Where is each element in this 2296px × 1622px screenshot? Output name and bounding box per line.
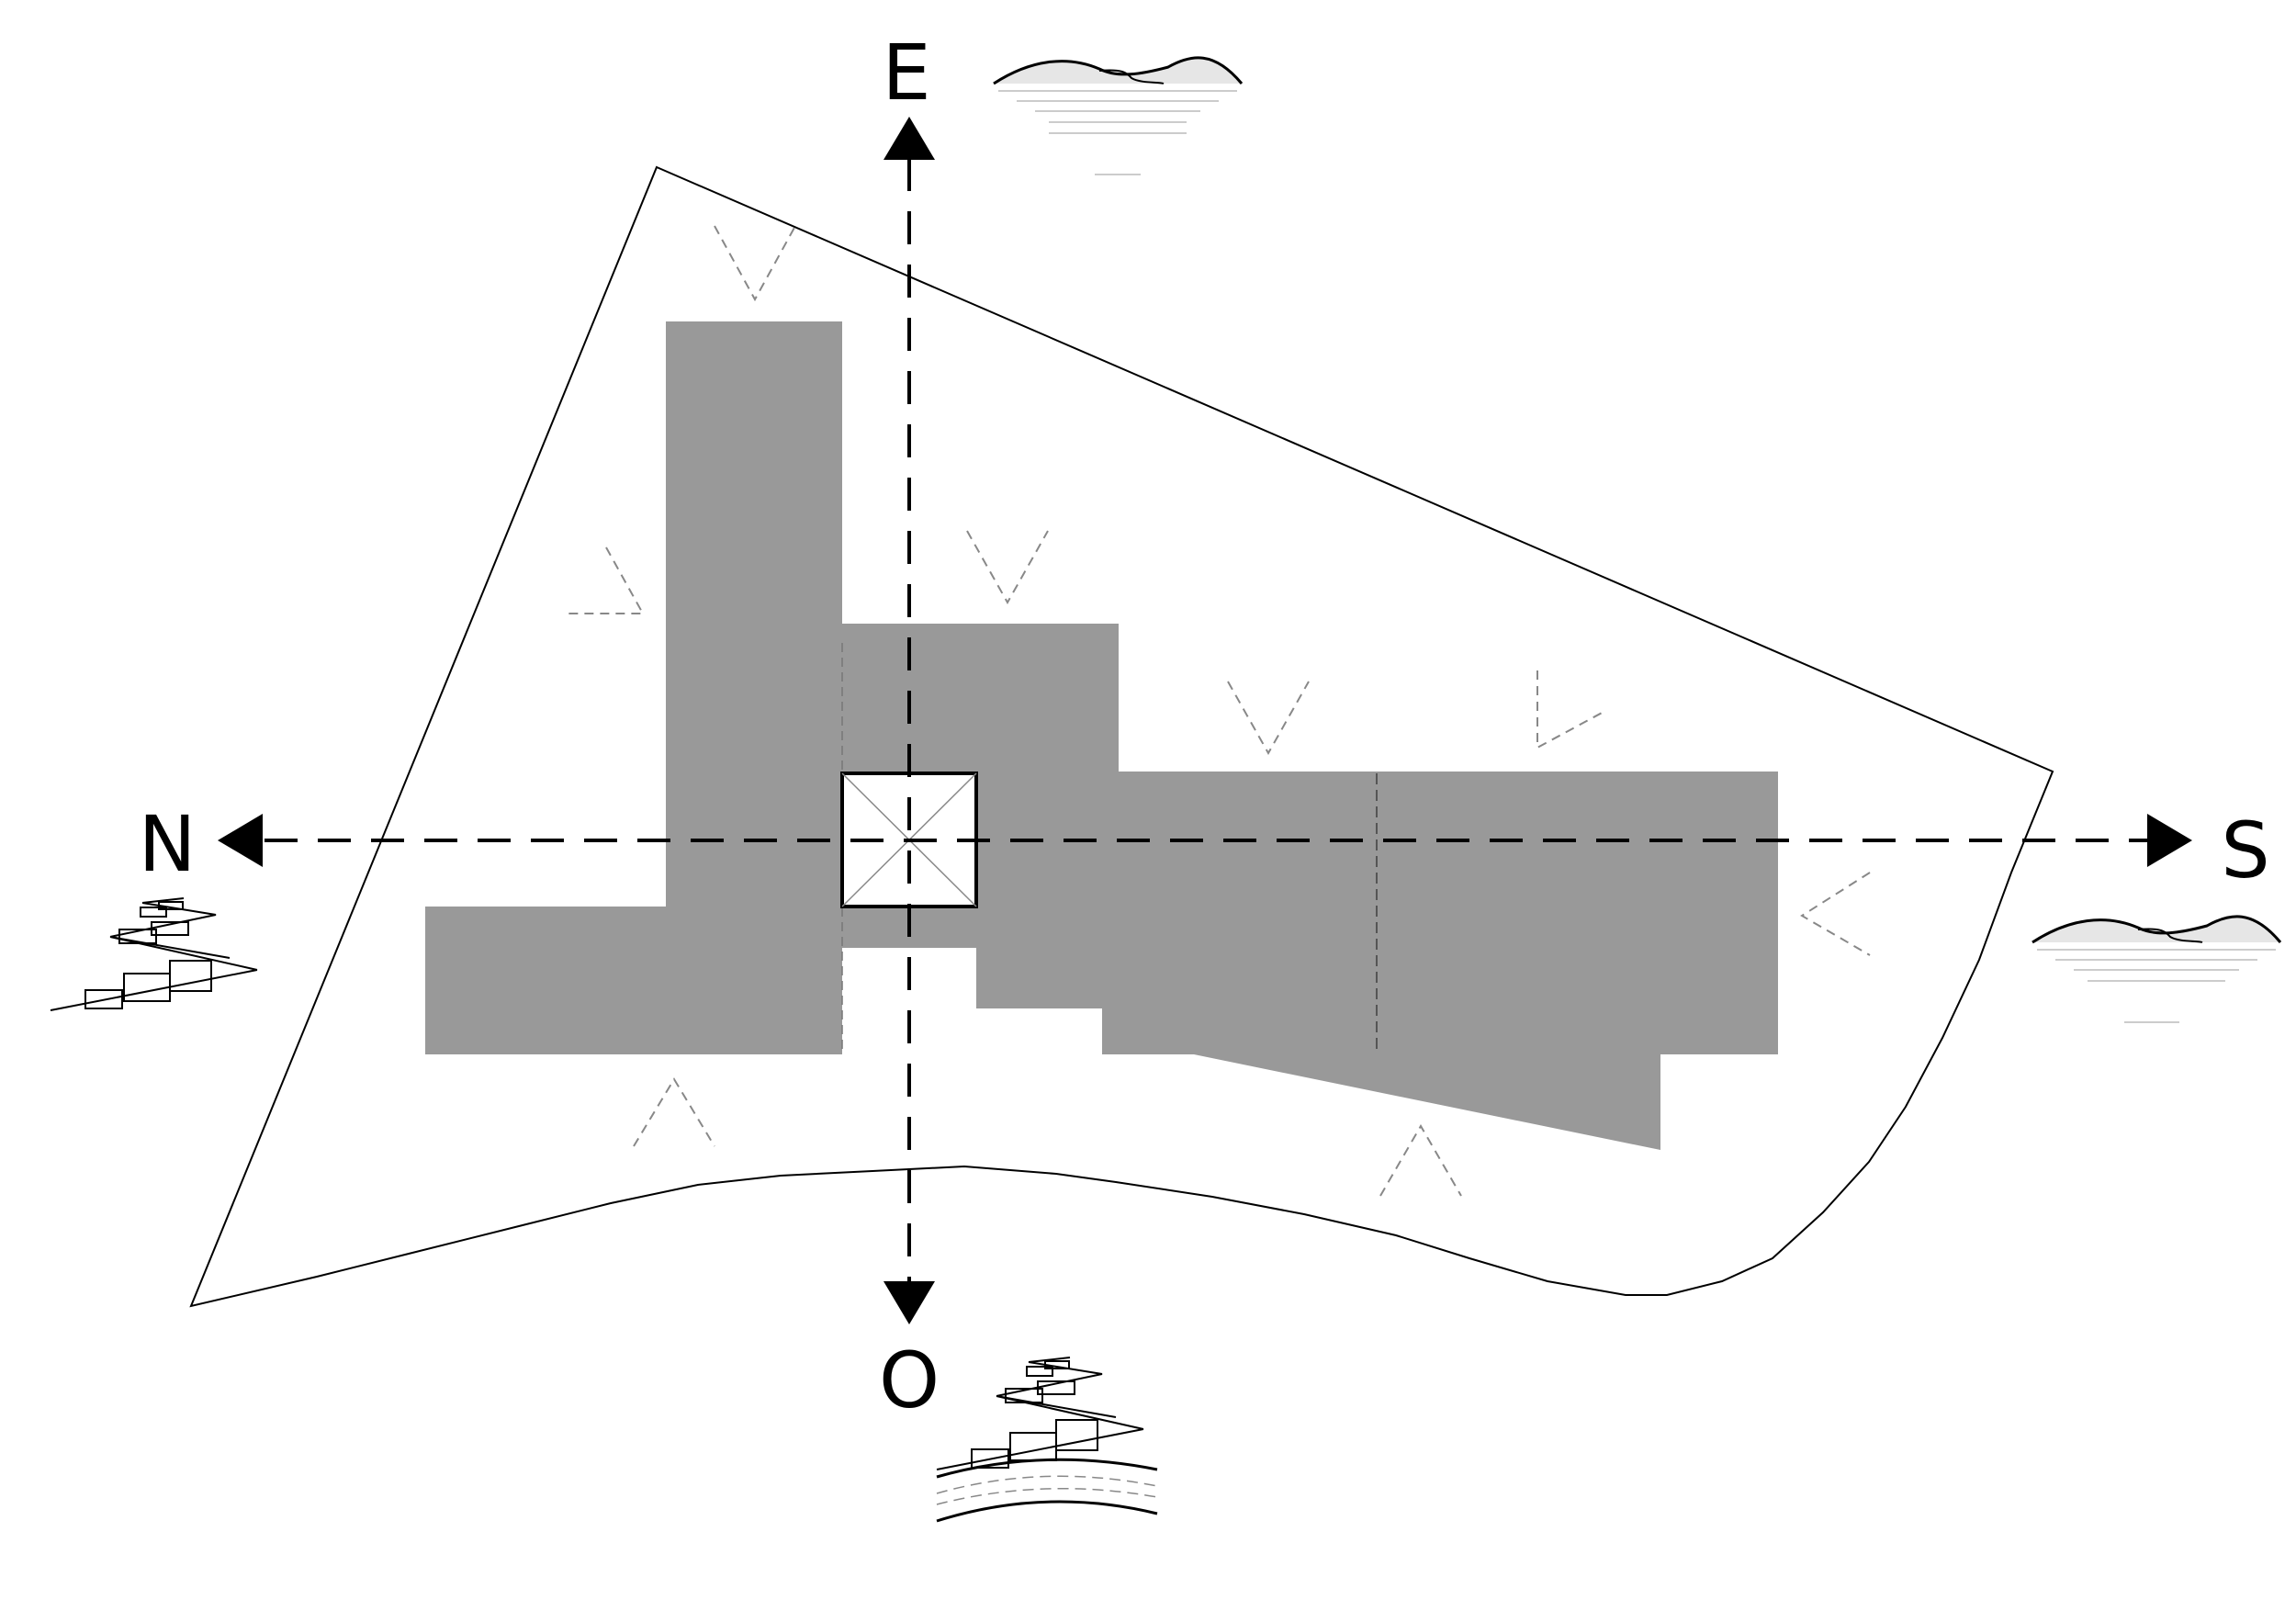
landscape-mountains-water-icon xyxy=(993,56,1244,175)
terraced-hillside-road-icon xyxy=(936,1357,1158,1523)
view-chevron-icon xyxy=(966,530,1049,605)
view-chevron-icon xyxy=(1536,670,1606,749)
view-chevron-icon xyxy=(1379,1124,1462,1197)
view-chevron-icon xyxy=(1800,872,1871,956)
view-chevron-icon xyxy=(633,1077,715,1147)
compass-label-north: N xyxy=(139,799,197,889)
compass-label-east: E xyxy=(882,28,930,118)
view-markers xyxy=(564,225,1871,1197)
arrow-north xyxy=(218,814,263,867)
view-chevron-icon xyxy=(1227,681,1310,756)
building-mass xyxy=(425,321,1778,1150)
arrow-south xyxy=(2147,814,2192,867)
site-boundary xyxy=(189,165,2054,1308)
compass-label-south: S xyxy=(2221,805,2269,895)
arrow-west xyxy=(884,1281,935,1324)
view-chevron-icon xyxy=(714,225,796,302)
terraced-hillside-icon xyxy=(50,897,258,1011)
building-north-wing xyxy=(425,321,842,1054)
landscape-mountains-water-icon xyxy=(2032,915,2282,1023)
arrow-east xyxy=(884,117,935,160)
view-chevron-icon xyxy=(564,546,645,614)
compass-label-west: O xyxy=(879,1335,940,1425)
